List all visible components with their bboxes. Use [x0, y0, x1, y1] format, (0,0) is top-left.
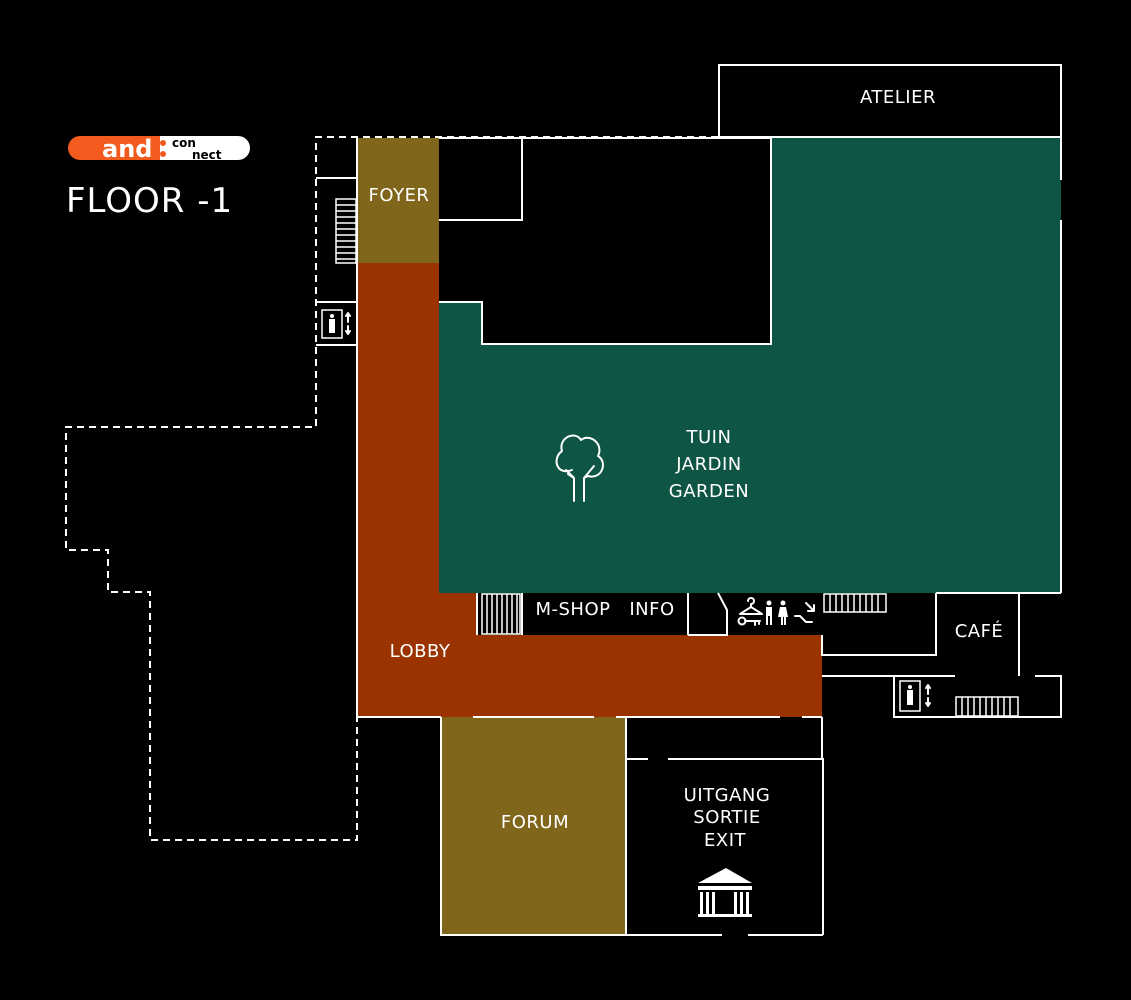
elevator-icon — [899, 680, 931, 712]
cloakroom-icon — [739, 597, 763, 615]
logo-dot — [160, 151, 166, 157]
forum-room[interactable] — [441, 717, 626, 935]
garden-label-en: GARDEN — [669, 481, 749, 502]
stairs-icon — [481, 593, 521, 635]
stairs-icon — [823, 593, 887, 613]
foyer-room[interactable] — [357, 138, 439, 263]
stairs-icon — [335, 198, 357, 264]
exit-label-nl: UITGANG — [684, 785, 771, 806]
garden-label-fr: JARDIN — [675, 454, 741, 475]
annex-outline — [65, 136, 718, 841]
walls — [316, 64, 1062, 936]
logo-dot — [160, 140, 166, 146]
brand-logo: and con nect — [68, 135, 250, 163]
exit-label-en: EXIT — [704, 830, 747, 851]
stairs-icon — [955, 696, 1019, 717]
museum-icon — [698, 868, 752, 917]
garden-label-nl: TUIN — [686, 427, 732, 448]
key-icon — [737, 616, 761, 626]
atelier-room[interactable] — [718, 64, 1062, 138]
logo-suffix-bottom: nect — [192, 148, 222, 162]
m-shop-label: M-SHOP — [535, 599, 610, 620]
garden-room[interactable] — [439, 138, 1061, 593]
exit-label-fr: SORTIE — [693, 807, 760, 828]
cafe-label: CAFÉ — [955, 620, 1004, 642]
logo-white-cap — [160, 136, 250, 160]
elevator-icon — [321, 309, 351, 339]
foyer-label: FOYER — [369, 185, 430, 206]
info-label: INFO — [629, 599, 674, 620]
escalator-icon — [794, 602, 815, 623]
forum-label: FORUM — [501, 812, 569, 833]
lobby-label: LOBBY — [390, 641, 451, 662]
logo-brand-text: and — [102, 135, 152, 163]
floor-label: FLOOR -1 — [66, 181, 233, 221]
lobby-room[interactable] — [357, 263, 822, 717]
atelier-label: ATELIER — [860, 87, 936, 108]
logo-suffix-top: con — [172, 136, 196, 150]
toilet-icon — [766, 600, 788, 625]
tree-icon — [555, 434, 604, 502]
